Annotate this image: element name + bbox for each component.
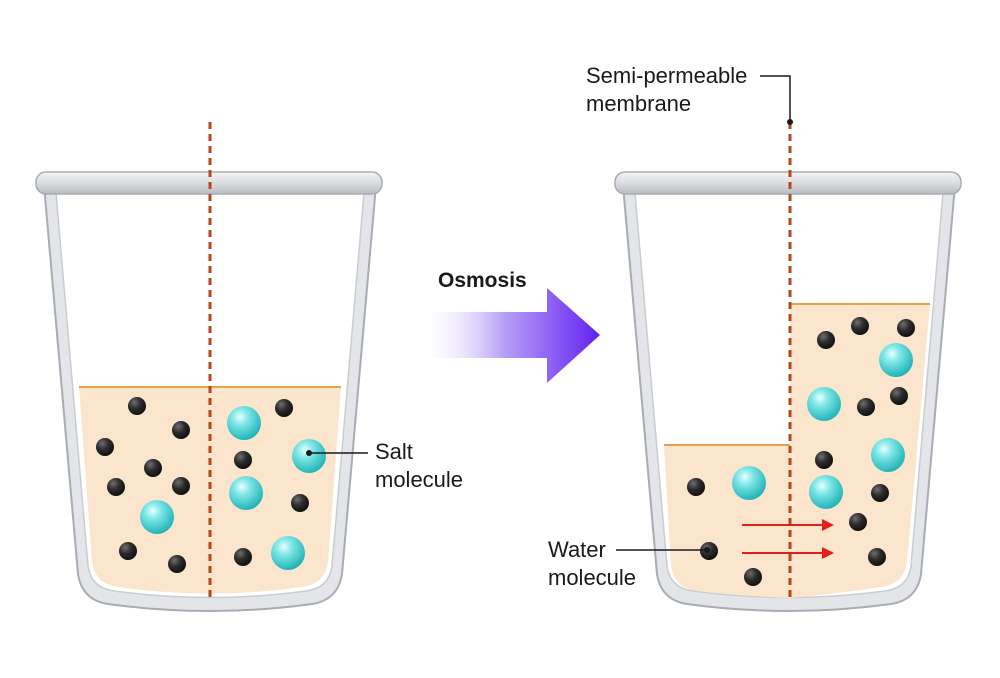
- water-molecule: [687, 478, 705, 496]
- water-leader-dot: [704, 547, 710, 553]
- water-molecule: [275, 399, 293, 417]
- membrane-label-line2: membrane: [586, 91, 692, 116]
- left-water-molecules: [96, 397, 309, 573]
- water-molecule: [857, 398, 875, 416]
- right-beaker-rim: [614, 171, 962, 195]
- salt-molecule: [809, 475, 843, 509]
- right-water-molecules: [687, 317, 915, 586]
- water-molecule: [234, 451, 252, 469]
- membrane-label-line1: Semi-permeable: [586, 63, 748, 88]
- water-molecule: [815, 451, 833, 469]
- water-molecule: [107, 478, 125, 496]
- right-salt-molecules: [732, 343, 913, 509]
- water-label-line1: Water: [548, 537, 606, 562]
- left-beaker: [35, 122, 383, 612]
- flow-arrowhead-icon: [822, 547, 834, 559]
- salt-molecule: [871, 438, 905, 472]
- water-molecule: [890, 387, 908, 405]
- water-molecule: [168, 555, 186, 573]
- process-arrow-icon: [422, 288, 600, 383]
- water-molecule: [291, 494, 309, 512]
- salt-molecule: [140, 500, 174, 534]
- salt-molecule: [732, 466, 766, 500]
- water-molecule: [851, 317, 869, 335]
- process-label: Osmosis: [438, 269, 527, 292]
- salt-molecule: [271, 536, 305, 570]
- water-molecule: [172, 477, 190, 495]
- water-molecule: [144, 459, 162, 477]
- flow-arrowhead-icon: [822, 519, 834, 531]
- salt-molecule: [227, 406, 261, 440]
- water-label-line2: molecule: [548, 565, 637, 590]
- water-molecule: [128, 397, 146, 415]
- salt-molecule: [229, 476, 263, 510]
- flow-arrows: [742, 519, 834, 559]
- water-molecule: [119, 542, 137, 560]
- water-molecule: [849, 513, 867, 531]
- salt-leader-dot: [306, 450, 312, 456]
- water-molecule: [897, 319, 915, 337]
- water-molecule: [96, 438, 114, 456]
- salt-molecule: [807, 387, 841, 421]
- membrane-leader-line: [760, 75, 791, 122]
- right-solution-low: [664, 445, 790, 598]
- water-molecule: [868, 548, 886, 566]
- salt-label-line1: Salt: [375, 439, 413, 464]
- salt-molecule: [879, 343, 913, 377]
- membrane-leader-dot: [787, 119, 793, 125]
- water-molecule: [817, 331, 835, 349]
- water-molecule: [744, 568, 762, 586]
- water-molecule: [871, 484, 889, 502]
- water-molecule: [234, 548, 252, 566]
- salt-label-line2: molecule: [375, 467, 464, 492]
- water-molecule: [172, 421, 190, 439]
